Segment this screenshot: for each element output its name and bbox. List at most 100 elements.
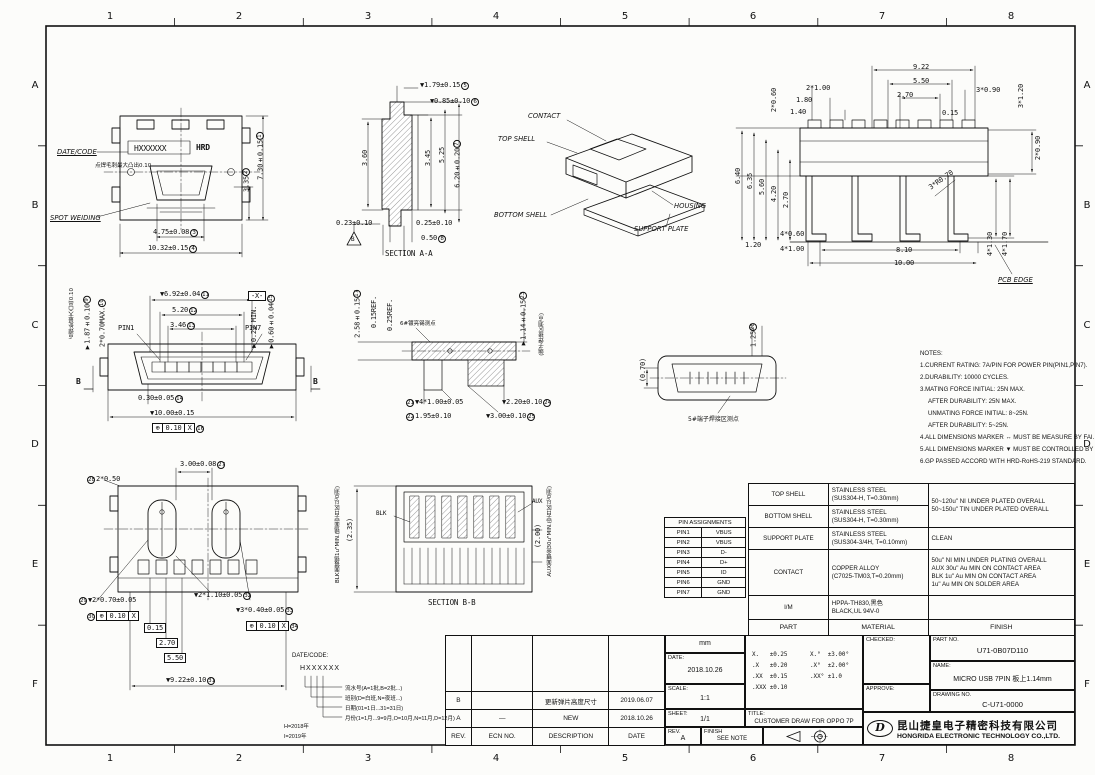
- table-row: [445, 635, 665, 692]
- legend-code: HXXXXXX: [300, 665, 341, 672]
- unit-label: mm: [699, 640, 711, 647]
- grid-row-label: A: [1083, 80, 1091, 91]
- grid-col-label: 3: [364, 753, 372, 764]
- grid-col-label: 2: [235, 753, 243, 764]
- dim-side-180: 1.80: [796, 96, 813, 104]
- date-cell: DATE: 2018.10.26: [665, 653, 745, 684]
- scale-cell: SCALE: 1:1: [665, 684, 745, 709]
- grid-row-label: B: [1083, 200, 1091, 211]
- date-label: DATE:: [668, 655, 685, 661]
- notes-block: NOTES: 1.CURRENT RATING: 7A/PIN FOR POWE…: [920, 348, 1095, 468]
- grid-col-label: 2: [235, 11, 243, 22]
- finish-label: FINISH: [704, 729, 723, 735]
- dim-bottom-015: 0.15: [144, 623, 167, 633]
- note-line: UNMATING FORCE INITIAL: 8~25N.: [928, 410, 1029, 417]
- finish-cell: FINISH SEE NOTE: [701, 727, 763, 745]
- revision-table: B 更新弹片高度尺寸 2019.06.07 A — NEW 2018.10.26…: [445, 635, 665, 746]
- dim-front-022min: ▼0.22 MIN.: [250, 306, 258, 350]
- legend-item: 流水号(A=1批,B=2批...): [345, 686, 403, 692]
- notes-title: NOTES:: [920, 350, 943, 357]
- grid-row-label: C: [1083, 320, 1091, 331]
- grid-col-label: 1: [106, 11, 114, 22]
- table-header-row: PART MATERIAL FINISH: [748, 619, 1076, 636]
- contact-callout: CONTACT: [528, 112, 561, 120]
- hrd-logo-text: HRD: [196, 143, 210, 152]
- dim-front-060: ▼0.60±0.0415: [267, 295, 276, 351]
- legend-item: 日期(01=1日...31=31日): [345, 706, 404, 712]
- sheet-cell: SHEET: 1/1: [665, 709, 745, 727]
- date-code-callout: DATE/CODE: [57, 148, 97, 156]
- solder-area-note: 5#端子焊接区测点: [688, 416, 739, 423]
- checked-label: CHECKED:: [866, 637, 895, 643]
- dim-bottom-2x050: 282*0.50: [87, 475, 121, 484]
- note-line: 4.ALL DIMENSIONS MARKER ↔ MUST BE MEASUR…: [920, 434, 1095, 441]
- dim-midright-070: (0.70): [639, 358, 647, 383]
- tolerance-cell: X. ±0.25 .X ±0.20 .XX ±0.15 .XXX ±0.10 X…: [745, 635, 863, 709]
- pin1-label: PIN1: [118, 324, 135, 332]
- bb-left-plating-note: BLK面镀锡1u"MIN.(锡面空白区以点测): [335, 486, 341, 583]
- note-line: 2.DURABILITY: 10000 CYCLES.: [920, 374, 1009, 381]
- dim-side-550: 5.50: [913, 77, 930, 85]
- name-cell: NAME: MICRO USB 7PIN 板上1.14mm: [930, 661, 1075, 690]
- pcb-edge-callout: PCB EDGE: [998, 276, 1033, 284]
- approve-cell: APPROVE:: [863, 684, 930, 712]
- dim-side-640: 6.40: [734, 168, 742, 185]
- dim-side-4x130: 4*1.30: [986, 232, 994, 257]
- legend-item: 班别(D=白班,N=夜班...): [345, 696, 403, 702]
- dim-secbb-200: (2.00): [534, 524, 542, 549]
- dim-secaa-023: 0.23±0.10: [336, 219, 373, 227]
- housing-callout: HOUSING: [674, 202, 707, 210]
- company-logo: D: [867, 720, 893, 737]
- tolerance-angular: X.° ±3.00° .X° ±2.00° .XX° ±1.0: [810, 652, 850, 680]
- dim-front-2x070max: 2*0.70MAX.10: [98, 299, 107, 348]
- top-shell-callout: TOP SHELL: [498, 135, 536, 143]
- sheet-value: 1/1: [700, 716, 710, 723]
- front-weld-note: 点焊处最大凸出0.10: [69, 288, 75, 339]
- scale-value: 1:1: [700, 695, 710, 702]
- dim-topview-335: 3.352: [241, 168, 251, 192]
- dim-side-560: 5.60: [758, 179, 766, 196]
- dim-side-270-left: 2.70: [782, 192, 790, 209]
- dim-bottom-270: 2.70: [156, 638, 179, 648]
- bottom-shell-callout: BOTTOM SHELL: [494, 211, 547, 219]
- dim-side-635: 6.35: [746, 173, 754, 190]
- table-header-row: REV. ECN NO. DESCRIPTION DATE: [445, 727, 665, 746]
- support-plate-callout: SUPPORT PLATE: [634, 225, 689, 233]
- note-line: AFTER DURABILITY: 5~25N.: [928, 422, 1009, 429]
- part-no-value: U71-0B07D110: [976, 646, 1029, 655]
- dim-secaa-360: 3.60: [361, 150, 369, 167]
- grid-row-label: E: [31, 559, 39, 570]
- projection-cell: [763, 727, 863, 745]
- dim-side-120: 1.20: [745, 241, 762, 249]
- grid-col-label: 7: [878, 753, 886, 764]
- weld-symbol-mark: B: [351, 236, 355, 243]
- date-value: 2018.10.26: [687, 667, 723, 674]
- grid-col-label: 4: [492, 11, 500, 22]
- part-no-cell: PART NO. U71-0B07D110: [930, 635, 1075, 661]
- tin-plating-note: 6#镀亮锡测点: [400, 321, 436, 327]
- name-value: MICRO USB 7PIN 板上1.14mm: [953, 676, 1052, 683]
- dim-side-4x060: 4*0.60: [780, 230, 805, 238]
- table-row: I/M HPPA-TH830,黑色 BLACK,UL 94V-0: [748, 595, 1076, 620]
- dim-mid-114: ▼1.14±0.1523: [519, 292, 528, 348]
- note-line: 3.MATING FORCE INITIAL: 25N MAX.: [920, 386, 1025, 393]
- dim-side-270-top: 2.70: [897, 91, 914, 99]
- name-label: NAME:: [933, 663, 951, 669]
- grid-row-label: D: [31, 439, 39, 450]
- title-cell: TITLE: CUSTOMER DRAW FOR OPPO 7P: [745, 709, 863, 727]
